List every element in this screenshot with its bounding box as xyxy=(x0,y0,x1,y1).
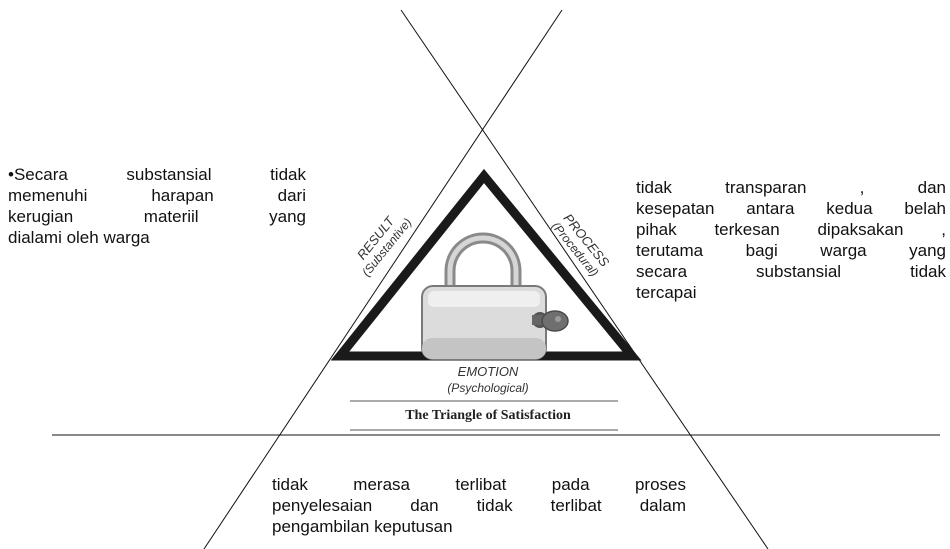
key-shaft xyxy=(532,315,546,325)
diagonal-line-right xyxy=(203,9,563,549)
bottom-text-line: tidak merasa terlibat pada proses xyxy=(272,475,686,494)
left-text-block: •Secara substansial tidak memenuhi harap… xyxy=(8,164,306,248)
figure-caption: The Triangle of Satisfaction xyxy=(405,408,571,423)
diagonal-line-left xyxy=(400,9,769,549)
right-text-line: kesepatan antara kedua belah xyxy=(636,199,946,218)
right-text-line: pihak terkesan dipaksakan , xyxy=(636,220,946,239)
right-text-line: tidak transparan , dan xyxy=(636,178,946,197)
triangle-graphic xyxy=(330,168,642,431)
right-text-block: tidak transparan , dan kesepatan antara … xyxy=(636,177,946,303)
padlock-with-key-icon xyxy=(421,232,569,360)
key-head xyxy=(541,310,569,332)
triangle-of-satisfaction-figure: RESULT (Substantive) PROCESS (Procedural… xyxy=(318,168,658,436)
bottom-text-line: pengambilan keputusan xyxy=(272,517,453,536)
bottom-text-line: penyelesaian dan tidak terlibat dalam xyxy=(272,496,686,515)
right-text-line: tercapai xyxy=(636,283,697,302)
left-text-line: memenuhi harapan dari xyxy=(8,186,306,205)
bottom-text-block: tidak merasa terlibat pada proses penyel… xyxy=(272,474,686,537)
emotion-label: EMOTION xyxy=(457,364,519,379)
left-text-line: dialami oleh warga xyxy=(8,228,150,247)
emotion-label-group: EMOTION (Psychological) xyxy=(418,364,558,396)
right-text-line: terutama bagi warga yang xyxy=(636,241,946,260)
left-text-line: kerugian materiil yang xyxy=(8,207,306,226)
emotion-sublabel: (Psychological) xyxy=(447,381,529,395)
right-text-line: secara substansial tidak xyxy=(636,262,946,281)
left-text-line: •Secara substansial tidak xyxy=(8,165,306,184)
